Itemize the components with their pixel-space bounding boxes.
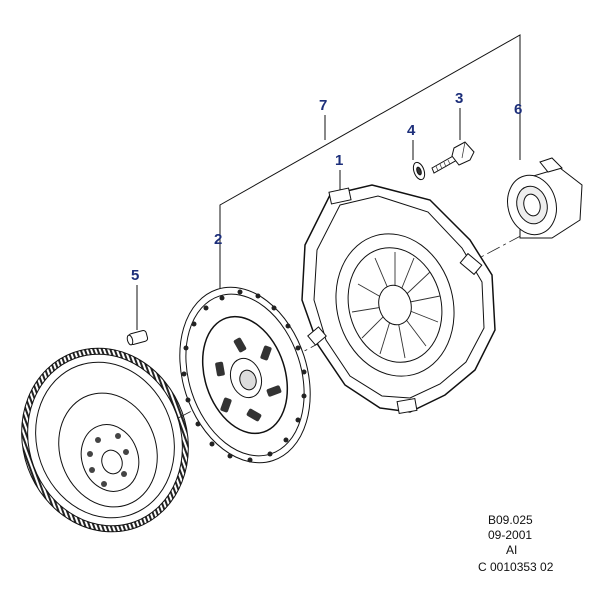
leader-lines: [136, 34, 521, 330]
callout-6: 6: [514, 101, 522, 118]
callout-5: 5: [131, 267, 139, 284]
clutch-disc-icon: [179, 286, 311, 464]
callout-2: 2: [214, 231, 222, 248]
flywheel-icon: [21, 347, 189, 533]
washer-icon: [412, 161, 426, 181]
reference-tag: AI: [506, 543, 518, 557]
kit-bracket-line: [219, 34, 521, 285]
callout-1: 1: [335, 152, 343, 169]
dowel-pin-icon: [126, 330, 149, 346]
release-bearing-icon: [507, 157, 583, 239]
reference-code: B09.025: [488, 513, 533, 527]
bolt-icon: [431, 141, 475, 174]
reference-block: B09.025 09-2001 AI: [488, 513, 533, 558]
callout-7: 7: [319, 97, 327, 114]
reference-id: C 0010353 02: [478, 560, 554, 574]
clutch-pressure-plate-icon: [301, 184, 496, 415]
callout-4: 4: [407, 122, 416, 139]
reference-date: 09-2001: [488, 528, 533, 542]
callout-3: 3: [455, 90, 463, 107]
